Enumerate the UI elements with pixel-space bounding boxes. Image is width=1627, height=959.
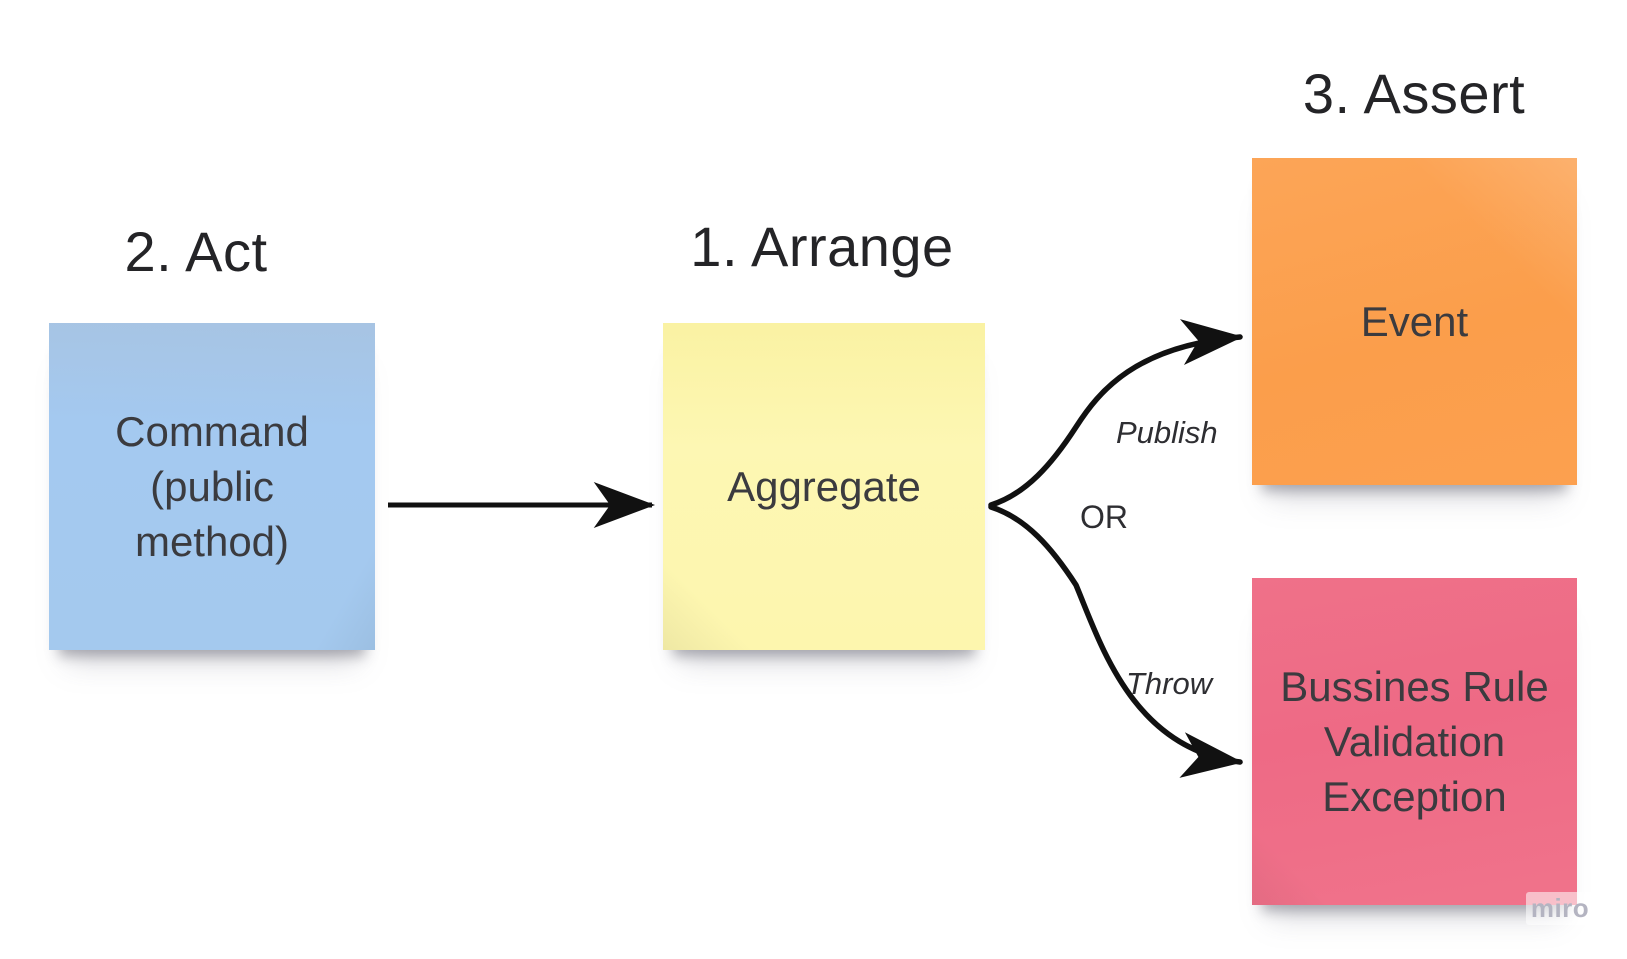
step-title-assert[interactable]: 3. Assert: [1302, 62, 1526, 125]
step-title-act[interactable]: 2. Act: [124, 220, 268, 283]
note-text-line: Event: [1360, 298, 1469, 345]
connector-aggregate-to-event[interactable]: [988, 319, 1244, 508]
connector-label-publish[interactable]: Publish: [1116, 415, 1218, 450]
note-text-line: Validation: [1323, 718, 1506, 765]
sticky-note-text: Bussines Rule Validation Exception: [1280, 659, 1548, 824]
sticky-note-text: Event: [1361, 294, 1468, 349]
note-text-line: (public: [150, 463, 274, 510]
connector-label-throw[interactable]: Throw: [1126, 666, 1213, 701]
note-text-line: method): [134, 518, 290, 565]
sticky-note-exception[interactable]: Bussines Rule Validation Exception: [1252, 578, 1577, 905]
note-text-line: Exception: [1322, 773, 1507, 820]
note-text-line: Aggregate: [727, 463, 921, 510]
connector-aggregate-to-exception[interactable]: [988, 504, 1244, 778]
connector-label-or[interactable]: OR: [1080, 499, 1128, 535]
sticky-note-aggregate[interactable]: Aggregate: [663, 323, 985, 650]
miro-watermark: miro: [1526, 892, 1594, 925]
miro-watermark-label: miro: [1530, 893, 1590, 923]
sticky-note-event[interactable]: Event: [1252, 158, 1577, 485]
note-text-line: Bussines Rule: [1280, 663, 1549, 710]
sticky-note-command[interactable]: Command (public method): [49, 323, 375, 650]
step-title-arrange[interactable]: 1. Arrange: [690, 215, 954, 278]
sticky-note-text: Aggregate: [727, 459, 921, 514]
note-text-line: Command: [115, 408, 309, 455]
sticky-note-text: Command (public method): [115, 404, 309, 569]
